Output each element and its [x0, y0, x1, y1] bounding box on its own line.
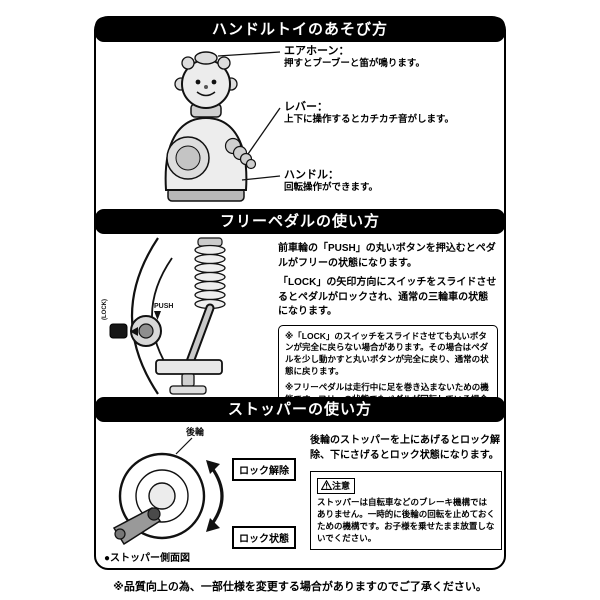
label-lever-desc: 上下に操作するとカチカチ音がします。	[284, 114, 455, 126]
label-airhorn-term: エアホーン：	[284, 45, 350, 57]
section1-title-bar: ハンドルトイのあそび方	[95, 17, 505, 42]
section3-text-column: 後輪のストッパーを上にあげるとロック解除、下にさげるとロック状態になります。 注…	[310, 434, 502, 550]
label-handle: ハンドル： 回転操作ができます。	[284, 168, 498, 195]
free-pedal-illustration: PUSH (LOCK)	[102, 237, 226, 395]
section3-title-bar: ストッパーの使い方	[95, 397, 505, 422]
leader-lines	[217, 51, 281, 181]
handle-toy-illustration	[164, 51, 281, 202]
lock-label: (LOCK)	[102, 299, 108, 320]
rear-wheel-label: 後輪	[186, 426, 205, 437]
label-airhorn: エアホーン： 押すとブーブーと笛が鳴ります。	[284, 44, 498, 71]
toy-face	[195, 79, 217, 97]
lock-switch	[109, 323, 128, 339]
quality-footer-note: ※品質向上の為、一部仕様を変更する場合がありますのでご了承ください。	[113, 581, 487, 593]
badge-lock-release: ロック解除	[232, 458, 296, 481]
instruction-sheet: ハンドルトイのあそび方	[94, 16, 506, 570]
section2-body: PUSH (LOCK) 前車輪の「PUSH」の丸いボタンを押込むとペダルがフリー…	[96, 234, 504, 398]
label-lever: レバー： 上下に操作するとカチカチ音がします。	[284, 100, 498, 127]
label-handle-desc: 回転操作ができます。	[284, 182, 379, 194]
stopper-side-view-caption: ●ストッパー側面図	[104, 553, 191, 564]
free-pedal-note-1: ※「LOCK」のスイッチをスライドさせても丸いボタンが完全に戻らない場合がありま…	[285, 330, 489, 377]
free-pedal-note-2: ※フリーペダルは走行中に足を巻き込まないための機能です。フリーの状態でもペダルが…	[285, 382, 489, 398]
free-pedal-paragraph-1: 前車輪の「PUSH」の丸いボタンを押込むとペダルがフリーの状態になります。	[278, 243, 496, 269]
pedal	[155, 359, 223, 375]
stopper-illustration: 後輪	[112, 426, 224, 546]
wheel-arc-outer	[130, 237, 159, 395]
section1-body: エアホーン： 押すとブーブーと笛が鳴ります。 レバー： 上下に操作するとカチカチ…	[96, 42, 504, 210]
wheel-arc-inner	[151, 257, 173, 375]
toy-lever-knob	[224, 137, 257, 170]
label-airhorn-desc: 押すとブーブーと笛が鳴ります。	[284, 58, 425, 70]
section3-body: 後輪 ロック解除 ロック状態 後輪のストッパーを上にあげるとロック解除、下にさげ…	[96, 422, 504, 568]
caution-box: 注意 ストッパーは自転車などのブレーキ機構ではありません。一時的に後輪の回転を止…	[310, 471, 502, 550]
free-pedal-notes-box: ※「LOCK」のスイッチをスライドさせても丸いボタンが完全に戻らない場合がありま…	[278, 324, 498, 398]
caution-text: ストッパーは自転車などのブレーキ機構ではありません。一時的に後輪の回転を止めてお…	[317, 497, 495, 543]
label-handle-term: ハンドル：	[284, 169, 339, 181]
lock-arrow-icon	[130, 327, 138, 336]
spring-coil	[194, 237, 226, 310]
stopper-lever	[112, 507, 162, 546]
caution-title: 注意	[332, 481, 351, 491]
push-arrow-icon	[154, 311, 161, 320]
warning-triangle-icon	[320, 479, 333, 490]
badge-lock-state: ロック状態	[232, 526, 296, 549]
section2-text-column: 前車輪の「PUSH」の丸いボタンを押込むとペダルがフリーの状態になります。 「L…	[278, 242, 498, 398]
up-down-arrow-icon	[206, 460, 224, 532]
push-label: PUSH	[154, 303, 173, 310]
free-pedal-paragraph-2: 「LOCK」の矢印方向にスイッチをスライドさせるとペダルがロックされ、通常の三輪…	[278, 277, 497, 317]
label-lever-term: レバー：	[284, 101, 328, 113]
stopper-paragraph: 後輪のストッパーを上にあげるとロック解除、下にさげるとロック状態になります。	[310, 435, 500, 461]
section2-title-bar: フリーペダルの使い方	[95, 209, 505, 234]
caution-header: 注意	[317, 478, 356, 494]
